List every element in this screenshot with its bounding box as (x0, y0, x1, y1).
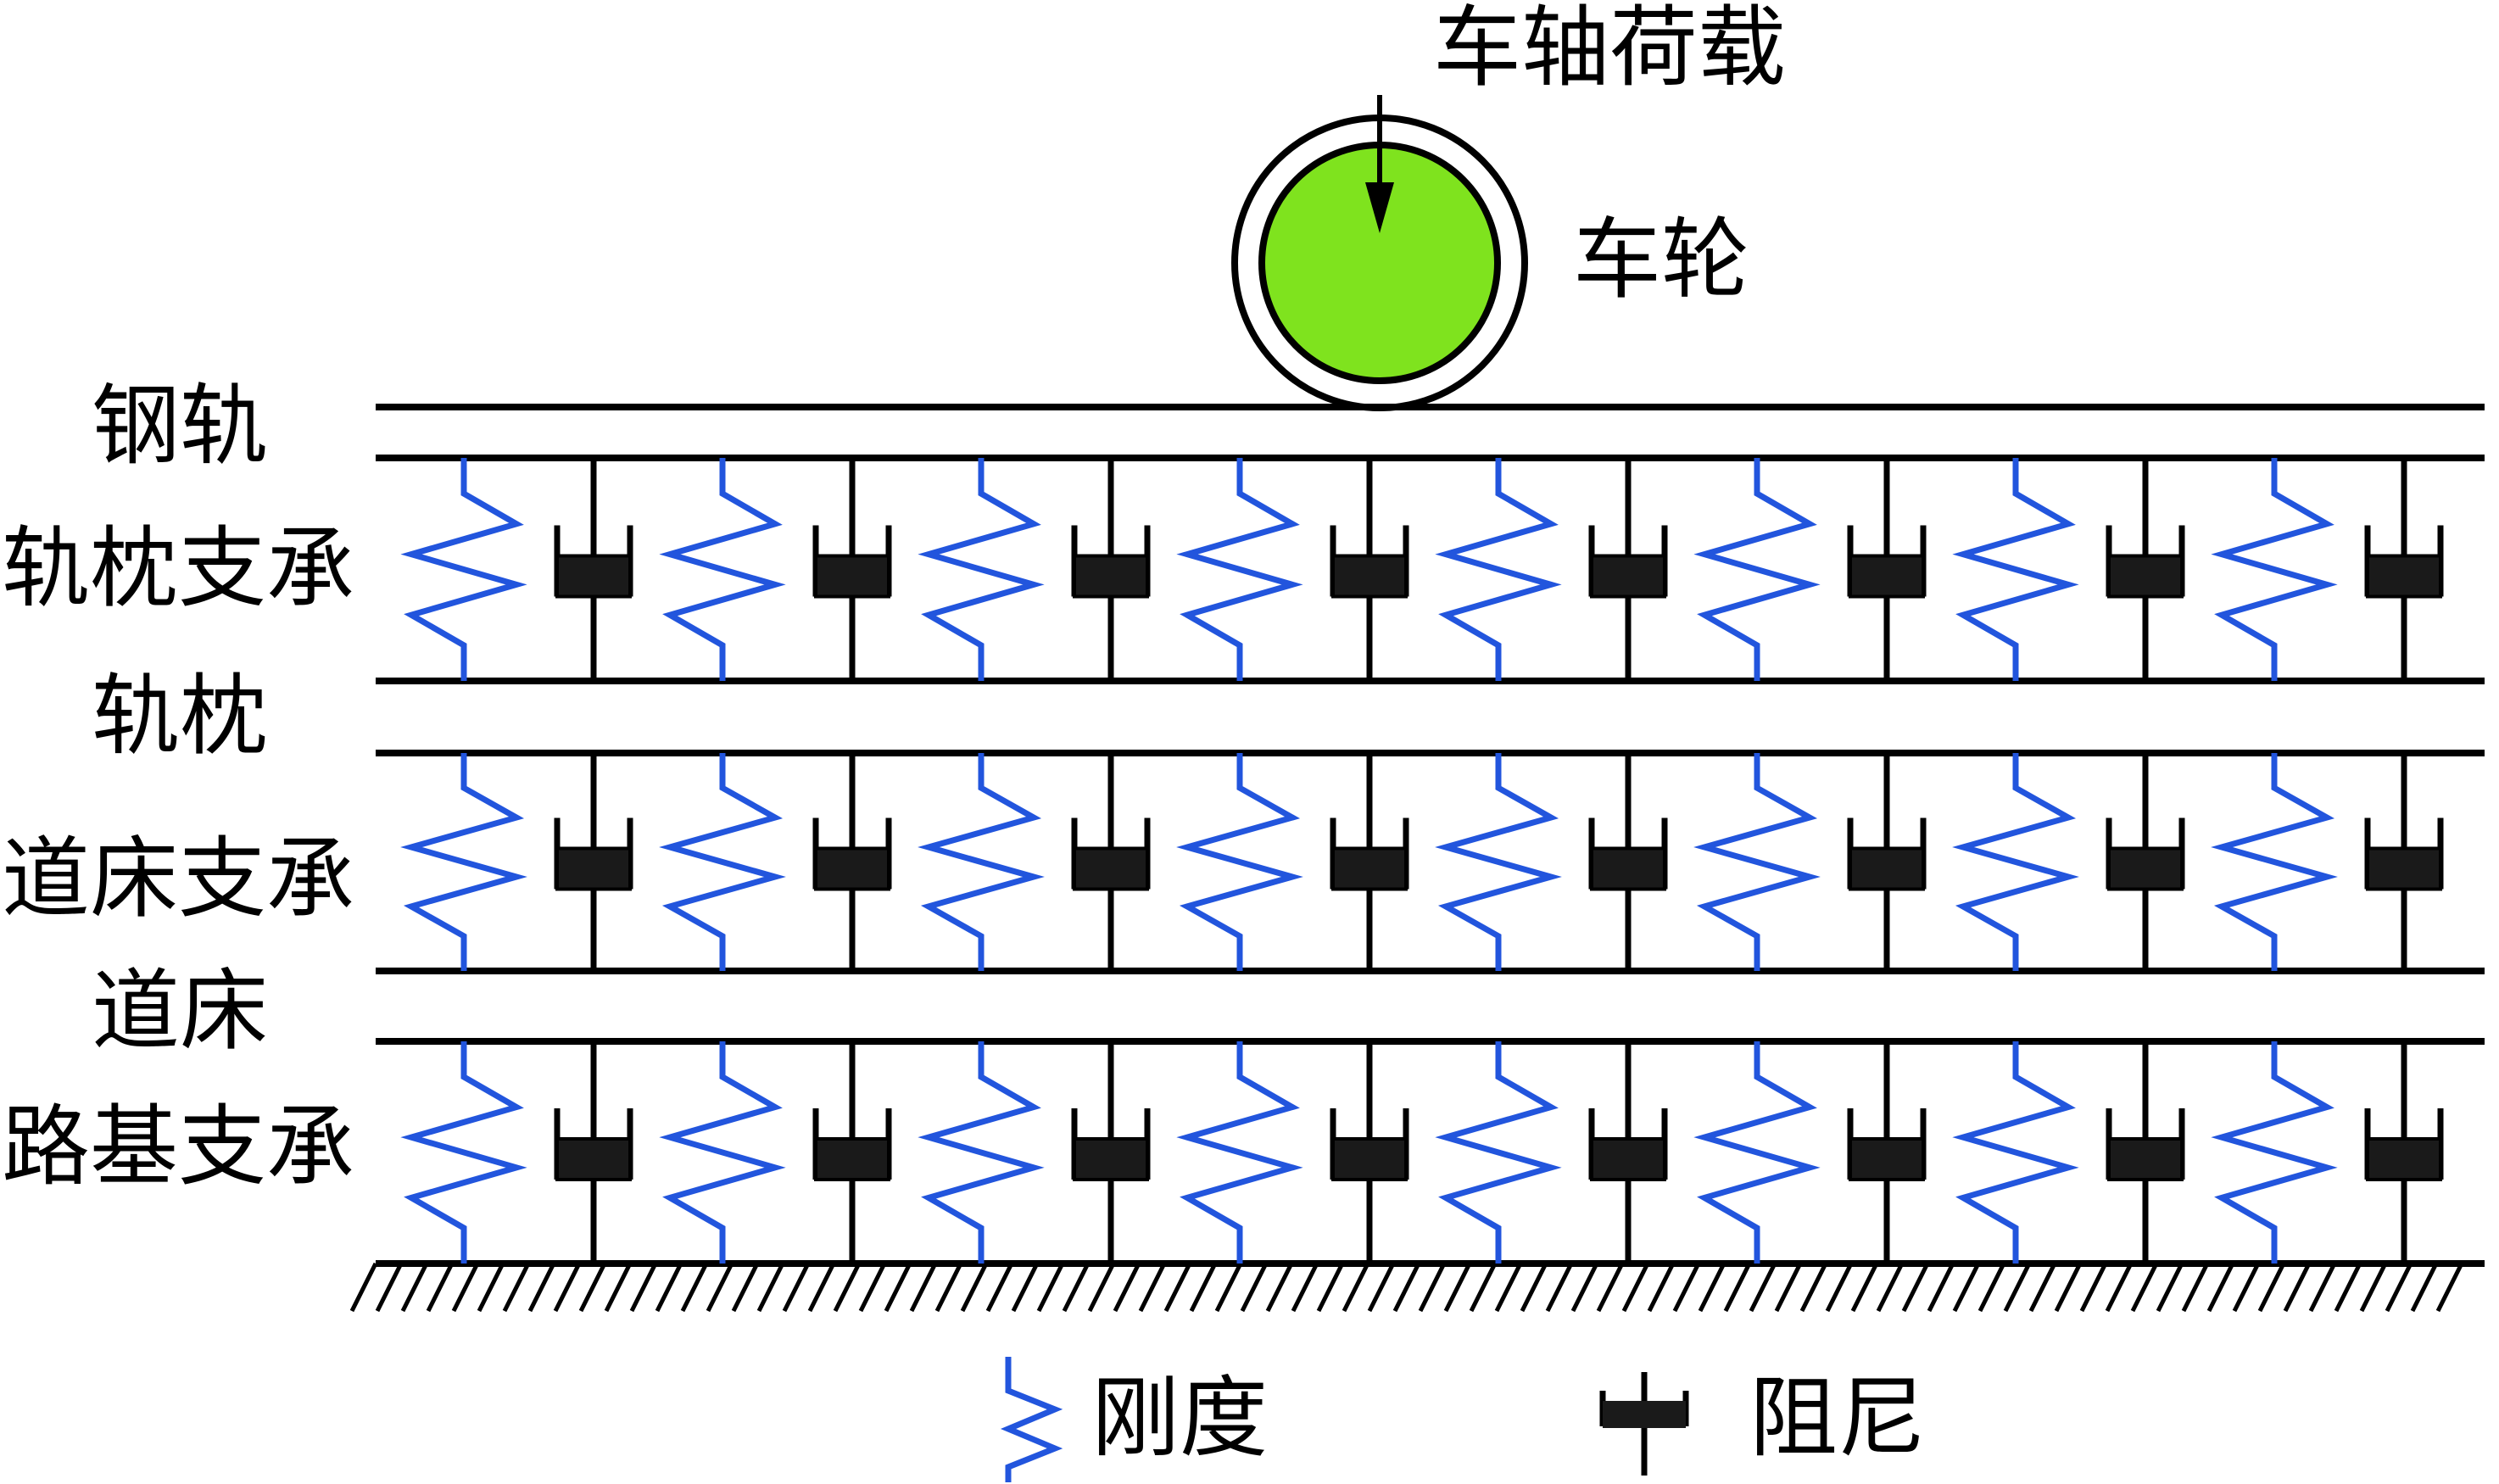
damper-L1-5 (1588, 458, 1668, 681)
damper-L1-8 (2364, 458, 2444, 681)
wheel (1231, 114, 1528, 411)
damper-L2-6 (1847, 753, 1927, 971)
spring-damper-units (400, 458, 2444, 1264)
damper-L3-8 (2364, 1041, 2444, 1264)
spring-L3-3 (918, 1041, 1045, 1264)
damper-L3-2 (812, 1041, 892, 1264)
spring-L2-2 (659, 753, 786, 971)
damper-L2-5 (1588, 753, 1668, 971)
damper-L3-1 (554, 1041, 633, 1264)
spring-L3-8 (2211, 1041, 2338, 1264)
spring-L2-6 (1693, 753, 1821, 971)
damper-L2-7 (2106, 753, 2185, 971)
stiffness-legend-label: 刚度 (1091, 1366, 1268, 1470)
damper-L3-4 (1330, 1041, 1409, 1264)
damper-L1-6 (1847, 458, 1927, 681)
damper-L1-7 (2106, 458, 2185, 681)
spring-L2-1 (400, 753, 527, 971)
spring-L1-5 (1435, 458, 1562, 681)
spring-L3-6 (1693, 1041, 1821, 1264)
spring-L3-4 (1176, 1041, 1303, 1264)
legend: 刚度 阻尼 (1000, 1357, 1926, 1482)
damper-L2-8 (2364, 753, 2444, 971)
subgrade-support-label: 路基支承 (2, 1095, 354, 1198)
spring-L1-8 (2211, 458, 2338, 681)
spring-L2-8 (2211, 753, 2338, 971)
axle-load-arrow (1365, 95, 1394, 233)
rail-label: 钢轨 (92, 374, 268, 477)
stiffness-legend-icon (1000, 1357, 1063, 1482)
spring-L3-2 (659, 1041, 786, 1264)
damper-L2-1 (554, 753, 633, 971)
sleeper-label: 轨枕 (92, 664, 268, 767)
spring-L2-5 (1435, 753, 1562, 971)
damper-L1-4 (1330, 458, 1409, 681)
spring-L1-2 (659, 458, 786, 681)
wheel-label: 车轮 (1573, 208, 1749, 311)
spring-L2-4 (1176, 753, 1303, 971)
spring-L1-4 (1176, 458, 1303, 681)
damper-L1-1 (554, 458, 633, 681)
damping-legend-label: 阻尼 (1749, 1366, 1926, 1470)
spring-L3-1 (400, 1041, 527, 1264)
ballast-support-label: 道床支承 (2, 827, 354, 930)
spring-L2-3 (918, 753, 1045, 971)
ballast-label: 道床 (92, 959, 268, 1063)
damper-L3-3 (1071, 1041, 1151, 1264)
damper-L1-3 (1071, 458, 1151, 681)
spring-L1-3 (918, 458, 1045, 681)
damper-L3-7 (2106, 1041, 2185, 1264)
spring-L1-6 (1693, 458, 1821, 681)
spring-L1-7 (1952, 458, 2079, 681)
spring-L3-5 (1435, 1041, 1562, 1264)
axle-load-label: 车轴荷载 (1433, 0, 1786, 99)
damper-L2-4 (1330, 753, 1409, 971)
spring-L2-7 (1952, 753, 2079, 971)
damper-L3-5 (1588, 1041, 1668, 1264)
spring-L1-1 (400, 458, 527, 681)
damper-L1-2 (812, 458, 892, 681)
ground (349, 1260, 2485, 1313)
rail-pad-support-label: 轨枕支承 (2, 516, 354, 620)
ground-hatching (349, 1262, 2464, 1313)
damper-L2-3 (1071, 753, 1151, 971)
damping-legend-icon (1599, 1372, 1689, 1476)
spring-L3-7 (1952, 1041, 2079, 1264)
damper-L3-6 (1847, 1041, 1927, 1264)
damper-L2-2 (812, 753, 892, 971)
